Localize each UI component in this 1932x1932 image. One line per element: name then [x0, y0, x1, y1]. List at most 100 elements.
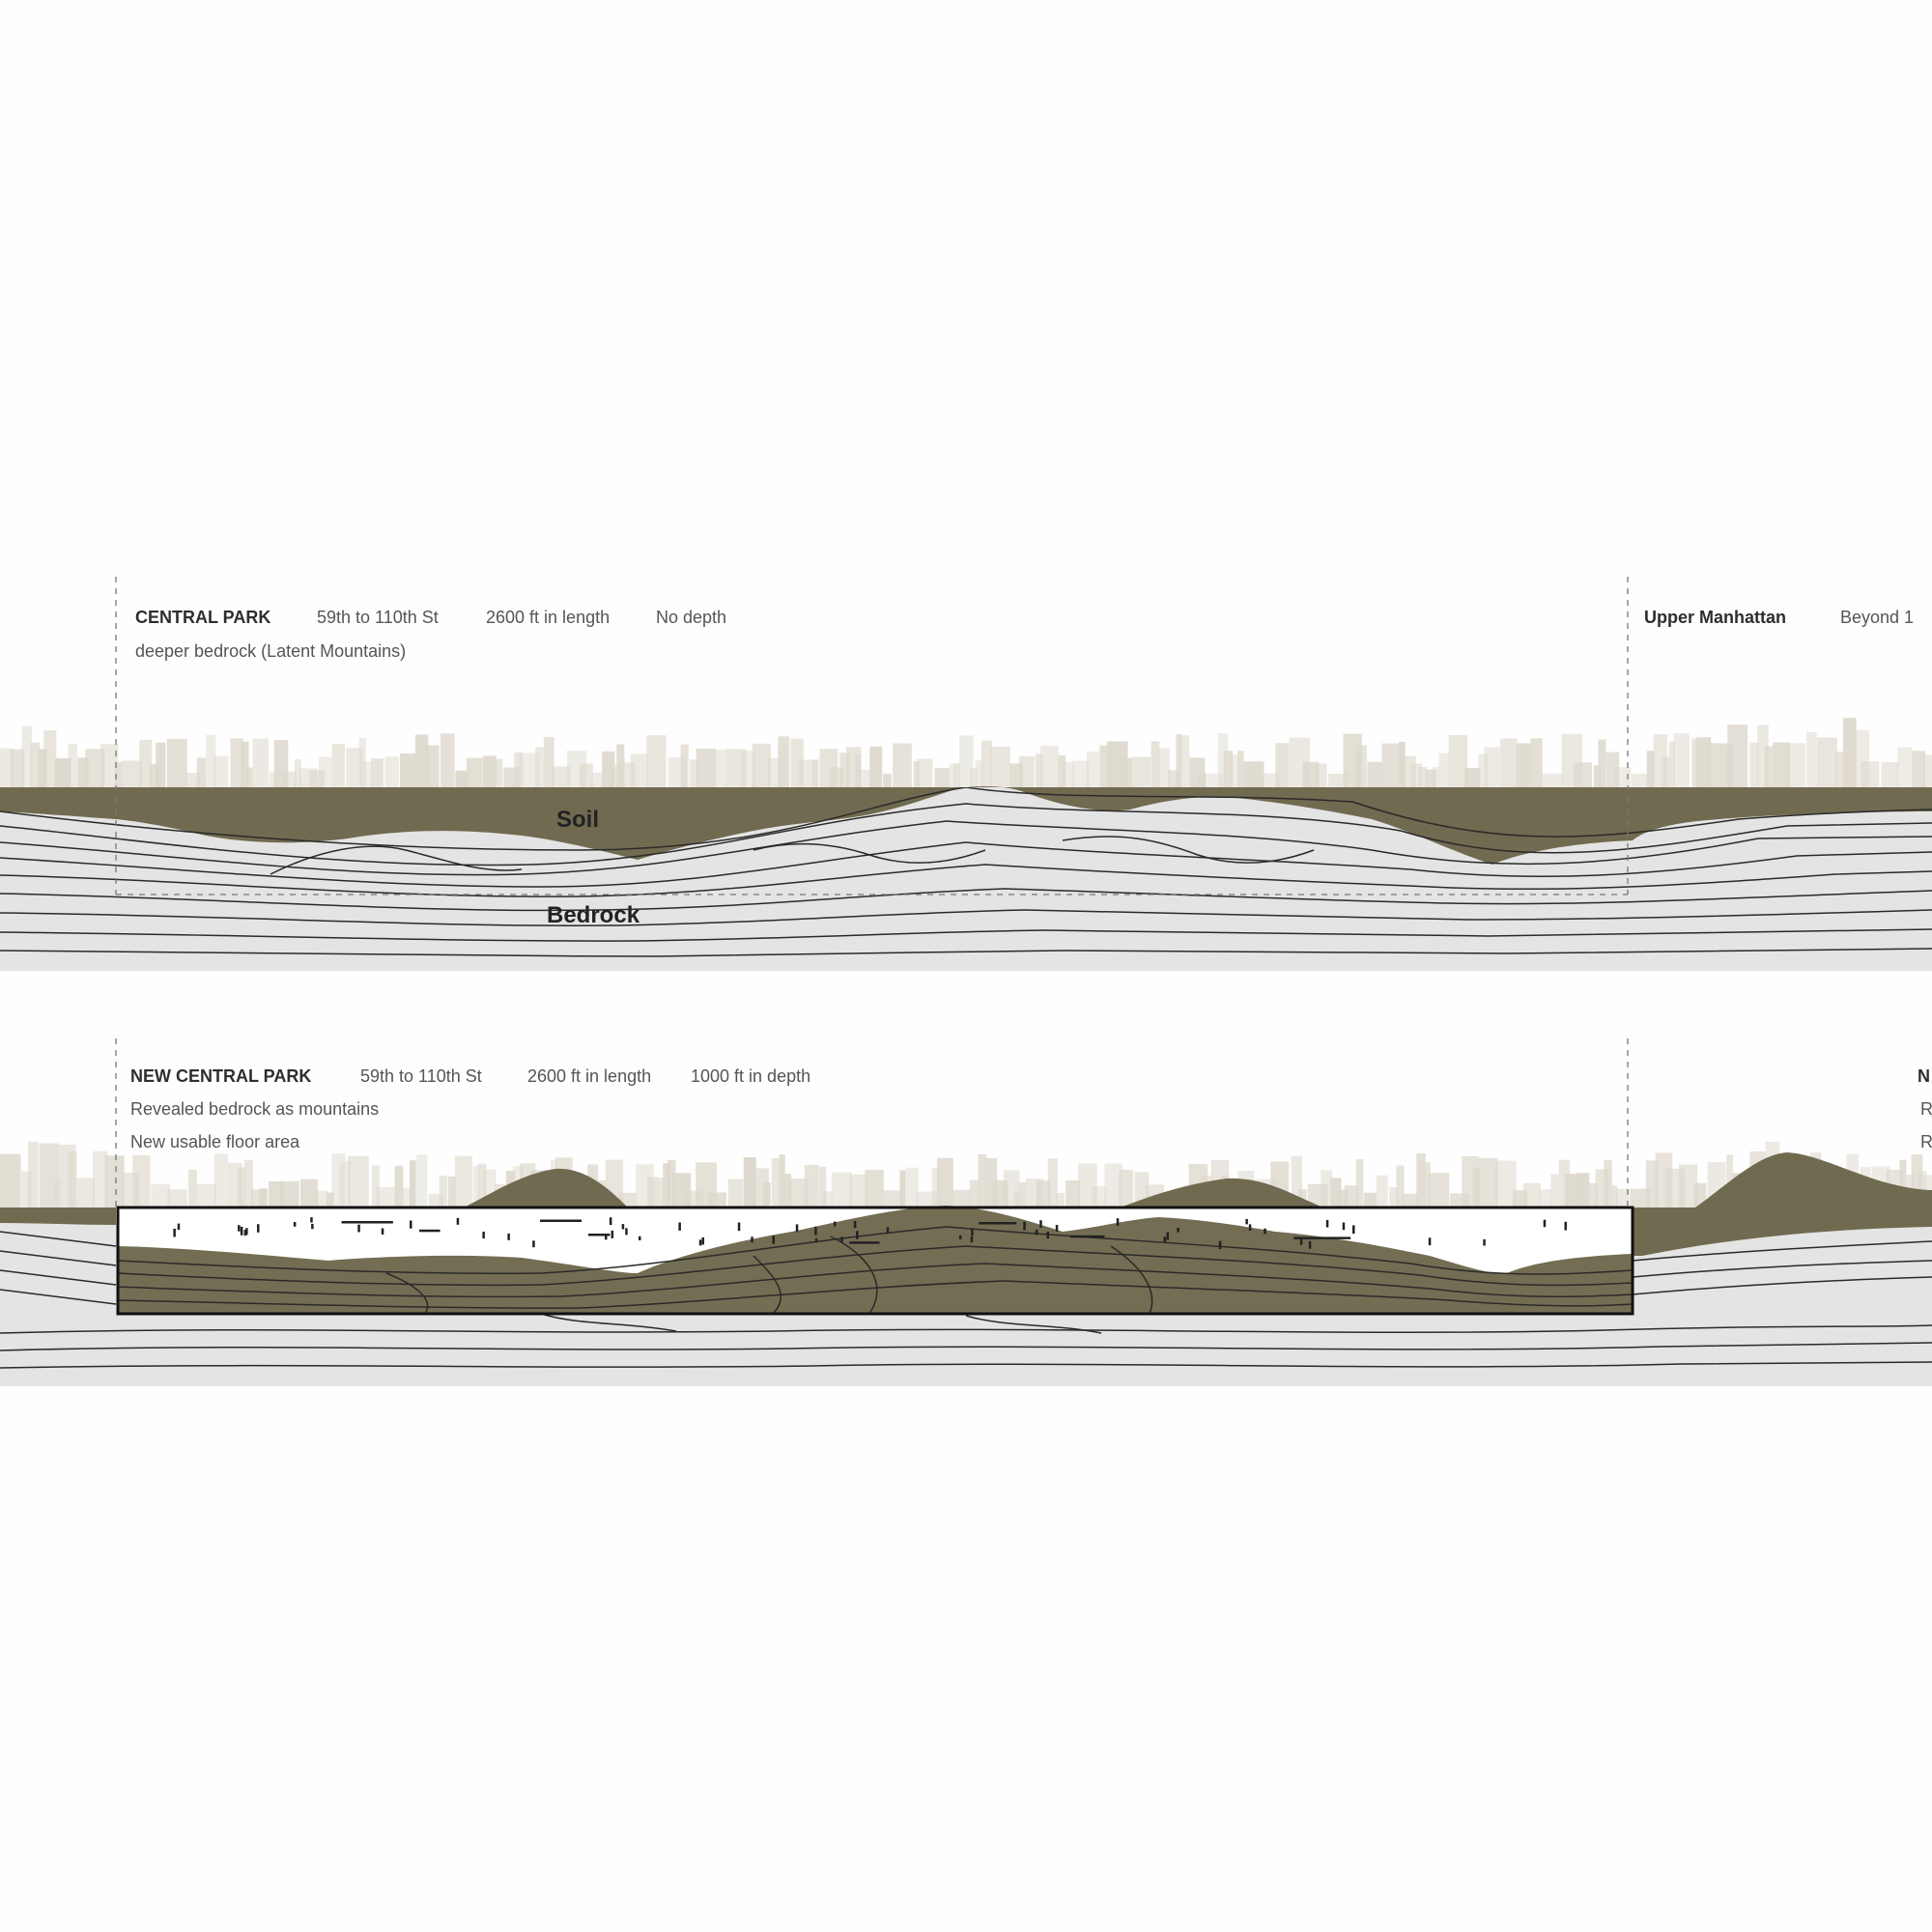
- building-silhouette: [707, 1192, 726, 1208]
- building-silhouette: [167, 1189, 187, 1208]
- floor-marker: [886, 1227, 890, 1234]
- building-silhouette: [818, 1166, 827, 1208]
- building-silhouette: [663, 1163, 670, 1208]
- building-silhouette: [804, 1164, 819, 1208]
- building-silhouette: [1403, 1193, 1419, 1208]
- floor-marker: [1116, 1218, 1120, 1226]
- building-silhouette: [1593, 765, 1602, 787]
- building-silhouette: [283, 771, 297, 787]
- floor-marker: [1046, 1232, 1049, 1239]
- park-note-2: New usable floor area: [130, 1132, 300, 1151]
- building-silhouette: [519, 753, 540, 787]
- building-silhouette: [166, 738, 187, 787]
- building-silhouette: [1448, 734, 1468, 787]
- building-silhouette: [741, 751, 755, 787]
- building-silhouette: [1381, 743, 1401, 787]
- floor-marker: [795, 1224, 799, 1233]
- floor-marker: [310, 1217, 313, 1223]
- building-silhouette: [535, 747, 544, 787]
- building-silhouette: [1399, 741, 1406, 787]
- building-silhouette: [280, 1180, 299, 1208]
- building-silhouette: [1158, 748, 1170, 787]
- existing-central-park-section: CENTRAL PARK 59th to 110th St 2600 ft in…: [0, 577, 1932, 971]
- building-silhouette: [1176, 733, 1182, 787]
- building-silhouette: [415, 734, 429, 787]
- building-silhouette: [213, 755, 229, 787]
- building-silhouette: [1726, 1154, 1734, 1208]
- building-silhouette: [269, 1181, 284, 1208]
- building-silhouette: [1047, 1158, 1058, 1208]
- building-silhouette: [30, 742, 41, 787]
- building-silhouette: [68, 743, 78, 787]
- building-silhouette: [1522, 1182, 1542, 1208]
- building-silhouette: [316, 1190, 329, 1208]
- building-silhouette: [1179, 735, 1190, 787]
- building-silhouette: [371, 758, 384, 787]
- building-silhouette: [1646, 751, 1655, 787]
- building-silhouette: [21, 1171, 32, 1208]
- building-silhouette: [1425, 769, 1436, 787]
- floor-marker: [979, 1222, 1017, 1225]
- floor-marker: [1293, 1236, 1351, 1239]
- building-silhouette: [1338, 1189, 1349, 1208]
- building-silhouette: [238, 1167, 245, 1208]
- floor-marker: [814, 1226, 817, 1236]
- building-silhouette: [1018, 755, 1035, 787]
- floor-marker: [1039, 1220, 1042, 1228]
- building-silhouette: [980, 740, 992, 787]
- building-silhouette: [100, 744, 119, 787]
- floor-marker: [1070, 1235, 1105, 1238]
- building-silhouette: [646, 735, 667, 787]
- floor-marker: [482, 1232, 485, 1239]
- revealed-mountain: [1695, 1152, 1932, 1208]
- building-silhouette: [1899, 1159, 1907, 1208]
- building-silhouette: [1705, 743, 1715, 787]
- building-silhouette: [1530, 738, 1543, 787]
- building-silhouette: [1119, 1170, 1133, 1208]
- building-silhouette: [309, 770, 326, 787]
- building-silhouette: [1484, 747, 1500, 787]
- bedrock-label: Bedrock: [547, 902, 640, 928]
- building-silhouette: [784, 1174, 792, 1208]
- building-silhouette: [425, 745, 440, 787]
- floor-marker: [625, 1228, 628, 1236]
- building-silhouette: [1630, 1188, 1651, 1208]
- building-silhouette: [1121, 757, 1132, 787]
- building-silhouette: [1428, 1173, 1450, 1208]
- building-silhouette: [294, 759, 301, 787]
- building-silhouette: [1035, 753, 1043, 787]
- floor-marker: [1023, 1221, 1026, 1231]
- building-silhouette: [1574, 762, 1592, 787]
- building-silhouette: [724, 749, 747, 787]
- building-silhouette: [667, 1159, 676, 1208]
- skyline-silhouette: [0, 1141, 1932, 1208]
- floor-marker: [751, 1236, 753, 1243]
- building-silhouette: [1668, 741, 1675, 787]
- park-depth: 1000 ft in depth: [691, 1066, 810, 1086]
- building-silhouette: [1923, 754, 1932, 787]
- building-silhouette: [1673, 732, 1690, 787]
- building-silhouette: [1472, 1167, 1480, 1208]
- building-silhouette: [1344, 1185, 1358, 1208]
- building-silhouette: [1058, 755, 1066, 787]
- building-silhouette: [1237, 751, 1244, 787]
- building-silhouette: [916, 1191, 937, 1208]
- floor-marker: [245, 1228, 248, 1236]
- building-silhouette: [400, 753, 416, 787]
- building-silhouette: [970, 768, 978, 787]
- building-silhouette: [448, 1176, 456, 1208]
- floor-marker: [1177, 1228, 1179, 1233]
- soil-label: Soil: [556, 807, 599, 833]
- building-silhouette: [1396, 1165, 1405, 1208]
- building-silhouette: [647, 1177, 659, 1208]
- building-silhouette: [1065, 1179, 1081, 1208]
- building-silhouette: [1835, 752, 1846, 787]
- building-silhouette: [616, 744, 625, 787]
- building-silhouette: [779, 1154, 785, 1208]
- building-silhouette: [1013, 1191, 1021, 1208]
- revealed-mountain: [464, 1168, 628, 1208]
- building-silhouette: [1516, 743, 1531, 787]
- cropped-label-2: R: [1920, 1099, 1932, 1119]
- building-silhouette: [1321, 1170, 1333, 1208]
- building-silhouette: [243, 1159, 253, 1208]
